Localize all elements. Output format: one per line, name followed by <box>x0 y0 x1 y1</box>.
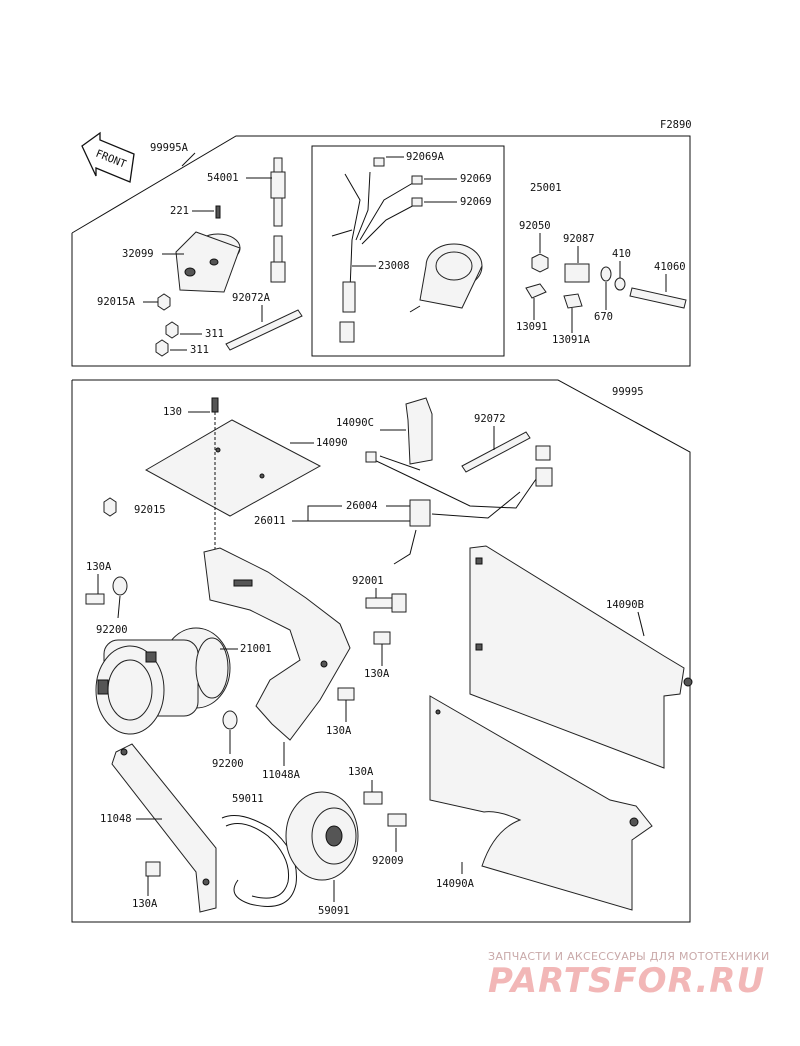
label-32099: 32099 <box>122 248 154 260</box>
meter-cable-54001 <box>270 157 286 283</box>
label-92072: 92072 <box>474 413 506 425</box>
label-130A-2: 130A <box>364 668 390 680</box>
harness-23008 <box>331 157 423 343</box>
cable-tie-92072A <box>225 309 303 351</box>
label-92050: 92050 <box>519 220 551 232</box>
label-21001: 21001 <box>240 643 272 655</box>
watermark-tagline: ЗАПЧАСТИ И АКСЕССУАРЫ ДЛЯ МОТОТЕХНИКИ <box>488 950 770 963</box>
label-14090: 14090 <box>316 437 348 449</box>
sender-parts <box>525 253 687 309</box>
label-23008: 23008 <box>378 260 410 272</box>
label-92009: 92009 <box>372 855 404 867</box>
label-92001: 92001 <box>352 575 384 587</box>
kit-upper-label: 99995A <box>150 142 189 154</box>
label-92069a: 92069 <box>460 173 492 185</box>
label-11048A: 11048A <box>262 769 301 781</box>
label-13091A: 13091A <box>552 334 591 346</box>
bracket-11048A <box>203 547 351 741</box>
tie-92072 <box>461 431 531 473</box>
upper-kit-frame <box>71 135 691 367</box>
harness-26011 <box>365 445 553 565</box>
label-11048: 11048 <box>100 813 132 825</box>
hour-meter-25001 <box>409 243 483 313</box>
label-41060: 41060 <box>654 261 686 273</box>
label-25001: 25001 <box>530 182 562 194</box>
label-311a: 311 <box>205 328 224 340</box>
figure-code: F2890 <box>660 119 692 131</box>
label-26011: 26011 <box>254 515 286 527</box>
label-130A-5: 130A <box>132 898 158 910</box>
label-54001: 54001 <box>207 172 239 184</box>
v-belt-59011 <box>221 815 297 907</box>
cup-32099 <box>175 205 241 293</box>
label-221: 221 <box>170 205 189 217</box>
cover-14090A <box>429 695 653 911</box>
label-92087: 92087 <box>563 233 595 245</box>
kit-lower-label: 99995 <box>612 386 644 398</box>
front-arrow-icon: FRONT <box>81 131 135 183</box>
label-92069b: 92069 <box>460 196 492 208</box>
label-670: 670 <box>594 311 613 323</box>
label-92015: 92015 <box>134 504 166 516</box>
label-13091: 13091 <box>516 321 548 333</box>
label-59091: 59091 <box>318 905 350 917</box>
sleeve-14090C <box>405 397 433 465</box>
label-92015A: 92015A <box>97 296 136 308</box>
label-130A-4: 130A <box>348 766 374 778</box>
label-92069A: 92069A <box>406 151 445 163</box>
label-410: 410 <box>612 248 631 260</box>
label-92200a: 92200 <box>96 624 128 636</box>
alternator-21001 <box>95 627 231 735</box>
plate-14090 <box>144 397 322 560</box>
nuts-upper <box>155 293 179 357</box>
label-92072A: 92072A <box>232 292 271 304</box>
fasteners-lower <box>85 497 407 877</box>
stay-11048 <box>111 743 217 913</box>
label-130A-1: 130A <box>86 561 112 573</box>
lower-kit-frame <box>71 379 691 923</box>
labels-lower: 130 14090C 92072 14090 92015 26004 26011… <box>86 406 645 917</box>
label-130A-3: 130A <box>326 725 352 737</box>
cover-14090B <box>469 545 693 769</box>
labels-upper: 54001 221 32099 92015A 311 311 92072A 92… <box>97 151 686 356</box>
label-59011: 59011 <box>232 793 264 805</box>
label-14090B: 14090B <box>606 599 644 611</box>
label-130top: 130 <box>163 406 182 418</box>
label-14090A: 14090A <box>436 878 475 890</box>
pulley-59091 <box>285 791 359 881</box>
label-26004: 26004 <box>346 500 378 512</box>
label-92200b: 92200 <box>212 758 244 770</box>
label-14090C: 14090C <box>336 417 374 429</box>
label-311b: 311 <box>190 344 209 356</box>
watermark-logo: PARTSFOR.RU <box>488 961 766 1001</box>
